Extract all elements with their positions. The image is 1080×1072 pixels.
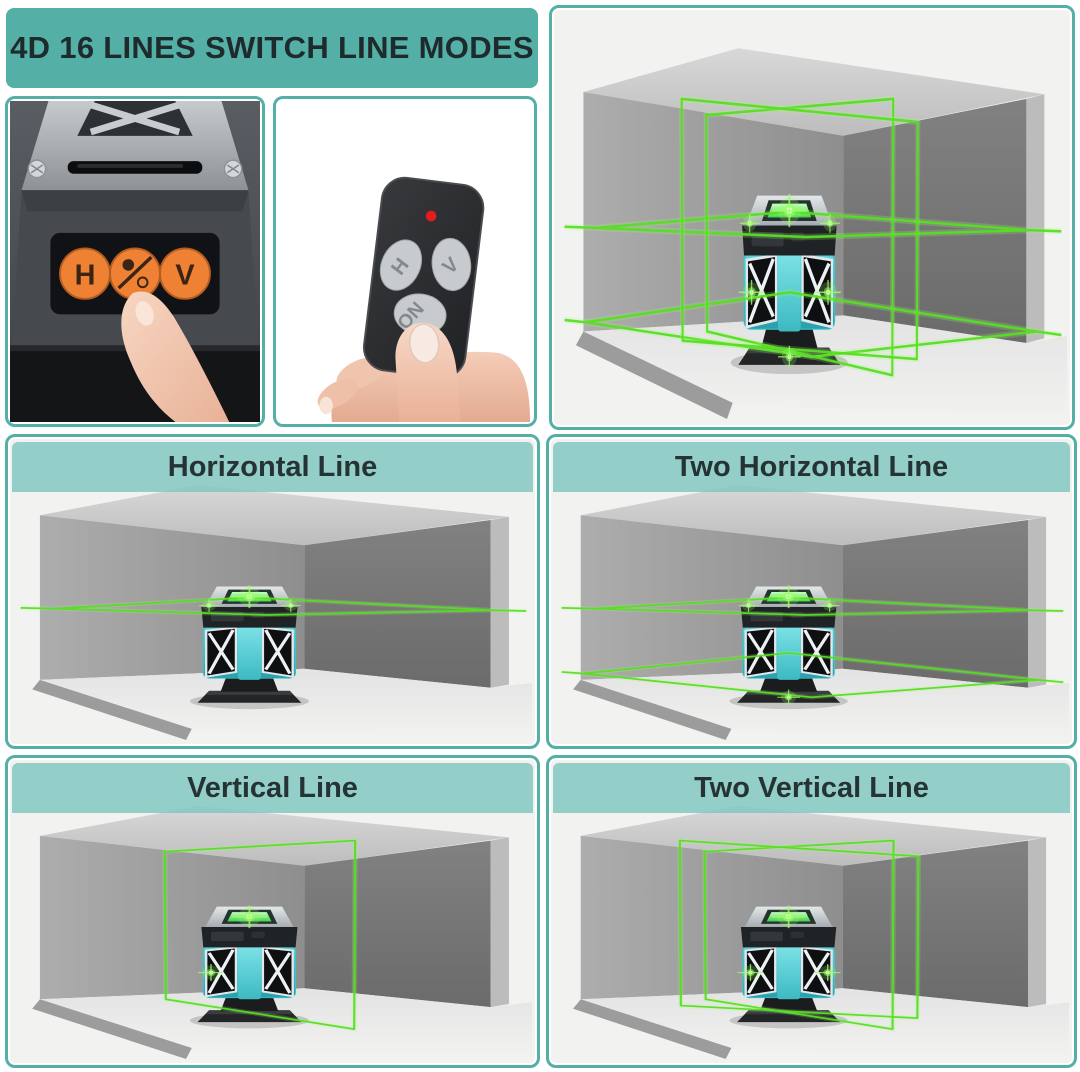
laser-lines [162,838,358,1032]
fingernail [319,396,333,415]
laser-level-device [189,586,310,710]
h-button-label: H [75,259,96,291]
laser-glow-points [738,585,840,705]
mode-panel-two-horizontal-line: Two Horizontal Line [546,434,1077,749]
red-led-icon [425,210,437,222]
laser-glow-points [737,905,841,982]
laser-room-scene [13,463,532,740]
mode-panel-horizontal-line: Horizontal Line [5,434,540,749]
mode-label: Vertical Line [187,771,358,804]
device-slit-inner [77,164,184,168]
mode-header-band: Two Horizontal Line [553,442,1070,492]
laser-level-device [729,586,848,710]
screw-cross [226,164,240,174]
v-button [159,247,211,300]
laser-lines [564,95,1062,380]
screw-cross [30,164,44,174]
laser-room-scene [554,463,1069,740]
room-scene-svg [564,48,1067,419]
device-body-bevel [21,190,249,212]
device-buttons-photo: H V [5,96,265,427]
remote-control: H V ON [362,176,485,379]
remote-control-photo: H V ON [273,96,537,427]
room-walls [32,485,532,740]
laser-power-icon [117,255,153,290]
laser-lines [561,595,1064,700]
laser-room-scene [554,784,1069,1059]
mode-label: Two Vertical Line [694,771,929,804]
laser-room-scene [13,784,532,1059]
laser-lines [20,595,527,618]
mode-header-band: Horizontal Line [12,442,533,492]
remote-v-button [431,237,472,292]
page-title: 4D 16 LINES SWITCH LINE MODES [10,30,534,65]
room-scene-svg [561,485,1069,740]
laser-glow-points [198,905,267,982]
laser-room-scene-overview [557,16,1067,419]
mode-header-band: Vertical Line [12,763,533,813]
laser-lines [677,838,921,1032]
mode-label: Two Horizontal Line [674,450,949,483]
remote-close-up: H V ON [278,101,532,422]
mode-panel-vertical-line: Vertical Line [5,755,540,1068]
laser-glow-points [738,194,841,368]
device-close-up: H V [10,101,260,422]
laser-level-device [189,906,310,1029]
laser-glow-points [198,585,301,613]
fingernail [135,301,154,326]
room-scene-svg [573,806,1069,1059]
mode-header-band: Two Vertical Line [553,763,1070,813]
x-emblem-icon [89,101,181,136]
room-scene-svg [32,806,532,1059]
v-button-label: V [175,259,195,291]
mode-panel-two-vertical-line: Two Vertical Line [546,755,1077,1068]
remote-h-button [379,239,423,291]
title-banner: 4D 16 LINES SWITCH LINE MODES [6,8,538,88]
room-scene-svg [20,485,532,740]
mode-label: Horizontal Line [167,450,378,483]
thumbnail [409,323,440,364]
all-lines-overview-panel [549,5,1075,430]
